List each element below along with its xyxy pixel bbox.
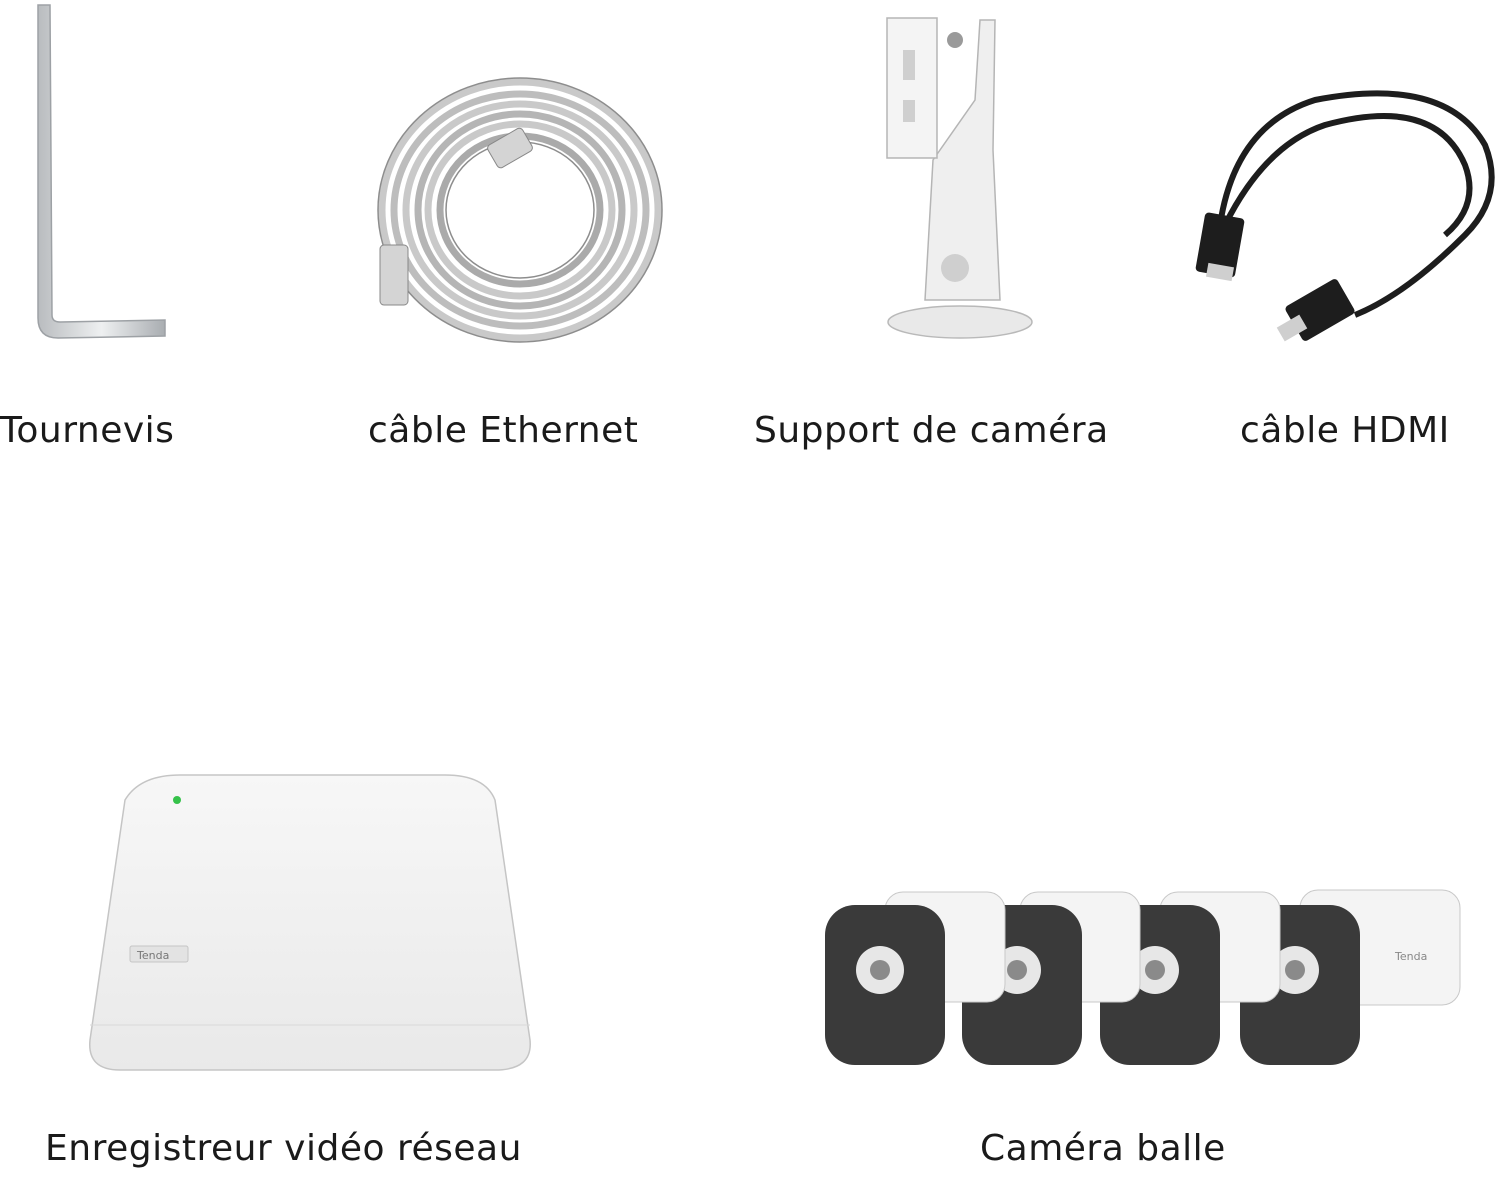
nvr-label: Enregistreur vidéo réseau: [45, 1128, 522, 1169]
nvr-brand-logo: Tenda: [136, 949, 169, 962]
hdmi-cable-label: câble HDMI: [1240, 410, 1450, 451]
bullet-cameras-image: Tenda: [825, 889, 1461, 1065]
bullet-camera-label: Caméra balle: [980, 1128, 1226, 1169]
camera-brand-logo: Tenda: [1394, 950, 1427, 963]
nvr-image: Tenda: [89, 774, 531, 1071]
ethernet-cable-label: câble Ethernet: [368, 410, 639, 451]
hdmi-cable-image: [1195, 90, 1495, 342]
allen-key-image: [37, 4, 166, 339]
camera-mount-image: [886, 17, 1033, 339]
tournevis-label: Tournevis: [0, 410, 175, 451]
ethernet-cable-image: [377, 77, 663, 343]
camera-mount-label: Support de caméra: [754, 410, 1109, 451]
